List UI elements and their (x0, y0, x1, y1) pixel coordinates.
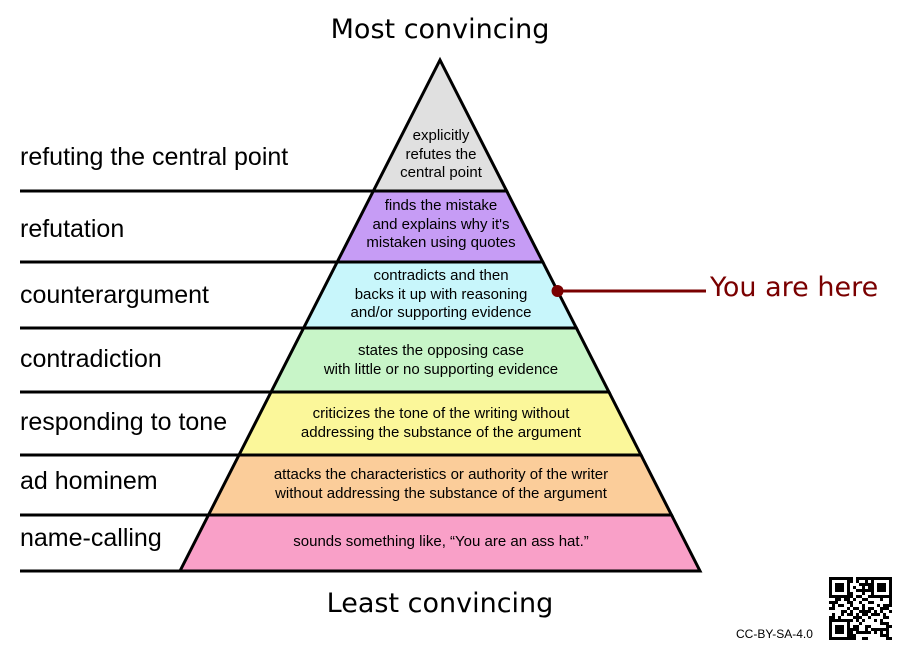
tier-description-refutation: finds the mistake and explains why it's … (366, 197, 516, 251)
tier-description-refuting-central-point: explicitly refutes the central point (400, 127, 482, 181)
tier-label-refuting-central-point: refuting the central point (20, 143, 289, 171)
tier-label-responding-to-tone: responding to tone (20, 408, 228, 436)
tier-description-ad-hominem: attacks the characteristics or authority… (273, 466, 609, 502)
tier-description-responding-to-tone: criticizes the tone of the writing witho… (300, 405, 582, 441)
tier-label-name-calling: name-calling (20, 524, 162, 552)
you-are-here-label: You are here (710, 272, 879, 303)
tier-description-contradiction: states the opposing case with little or … (323, 342, 559, 378)
tier-description-counterargument: contradicts and then backs it up with re… (350, 267, 532, 321)
tier-label-counterargument: counterargument (20, 281, 210, 309)
tier-description-name-calling: sounds something like, “You are an ass h… (293, 533, 589, 550)
bottom-title: Least convincing (326, 588, 554, 619)
license-label: CC-BY-SA-4.0 (736, 627, 813, 641)
tier-label-ad-hominem: ad hominem (20, 467, 158, 495)
tier-label-refutation: refutation (20, 215, 125, 243)
tier-label-contradiction: contradiction (20, 345, 162, 373)
top-title: Most convincing (330, 14, 550, 45)
pyramid-tier-name-calling (177, 513, 703, 573)
qr-code-icon (829, 577, 892, 640)
you-are-here-marker-dot (551, 285, 564, 297)
